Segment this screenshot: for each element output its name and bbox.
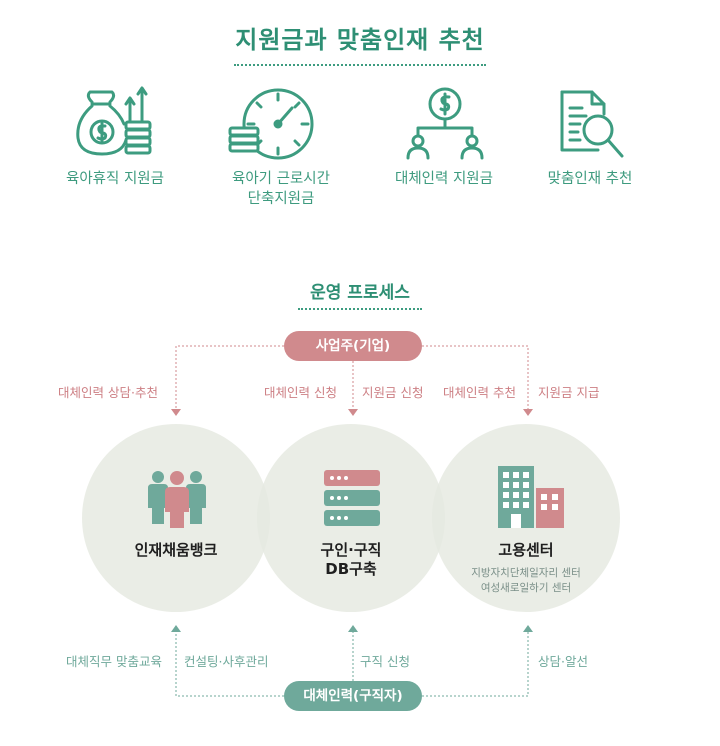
db-title-line1: 구인·구직 [320,541,382,559]
benefit-label-parental-leave: 육아휴직 지원금 [66,171,164,187]
employer-badge: 사업주(기업) [284,331,422,361]
label-job-training: 대체직무 맞춤교육 [66,654,162,669]
label-consulting-followup: 컨설팅·사후관리 [184,654,269,669]
talent-bank-title: 인재채움뱅크 [134,541,218,559]
buildings-icon [498,466,564,528]
label-job-application: 구직 신청 [360,654,410,669]
money-bag-coins-icon [76,86,152,156]
label-pay-subsidy: 지원금 지급 [538,385,600,400]
server-stack-icon [324,470,380,526]
org-chart-dollar-icon [406,87,484,160]
db-title-line2: DB구축 [325,560,377,578]
people-group-icon [148,471,206,528]
document-magnifier-icon [560,90,624,158]
job-center-sub-line1: 지방자치단체일자리 센터 [471,567,581,579]
label-consult-recommend: 대체인력 상담·추천 [58,385,158,400]
label-apply-substitute: 대체인력 신청 [264,385,337,400]
label-apply-subsidy: 지원금 신청 [362,385,424,400]
process-title-divider [298,308,422,310]
label-consult-placement: 상담·알선 [538,654,588,669]
job-center-title: 고용센터 [498,541,554,559]
benefit-label-substitute-staff: 대체인력 지원금 [395,171,493,187]
benefit-label-reduced-hours-line1: 육아기 근로시간 [232,171,330,187]
worker-badge: 대체인력(구직자) [284,681,422,711]
process-title: 운영 프로세스 [310,283,410,303]
job-center-sub-line2: 여성새로일하기 센터 [480,582,572,594]
title-divider [234,64,486,66]
clock-coins-icon [228,88,314,160]
benefit-label-talent-recommendation: 맞춤인재 추천 [547,171,633,187]
page-title: 지원금과 맞춤인재 추천 [235,26,485,54]
label-recommend-substitute: 대체인력 추천 [443,385,516,400]
benefit-label-reduced-hours-line2: 단축지원금 [247,191,315,207]
